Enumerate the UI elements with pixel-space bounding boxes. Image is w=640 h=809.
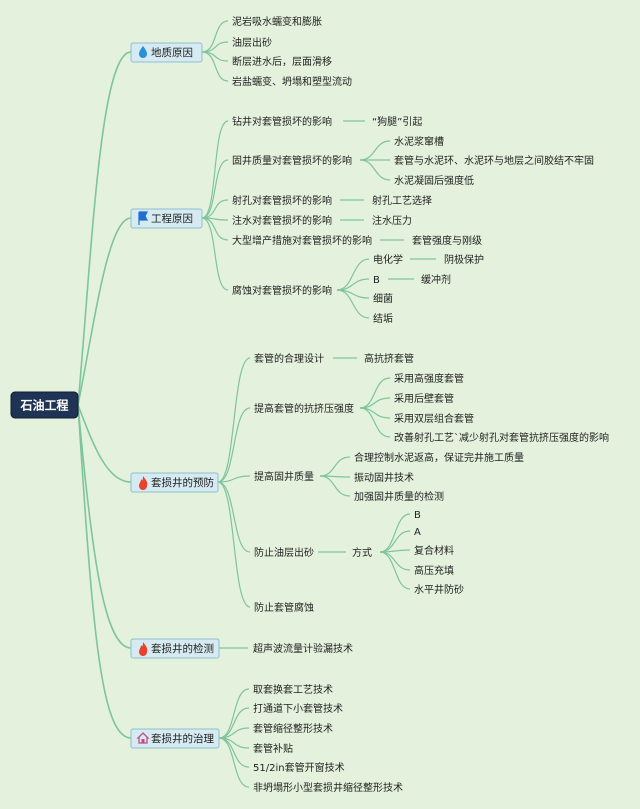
- eng-inject: 注水对套管损坏的影响: [232, 214, 332, 227]
- eng-perf: 射孔对套管损坏的影响: [232, 194, 332, 207]
- eng-drill-child: “狗腿”引起: [372, 115, 422, 128]
- eng-corr-elec: 电化学: [373, 253, 403, 266]
- eng-stim-child: 套管强度与刚级: [412, 234, 482, 247]
- prev-sand-child: A: [414, 527, 421, 538]
- geo-item: 泥岩吸水蠕变和膨胀: [232, 15, 322, 28]
- geo-item: 断层进水后，层面滑移: [232, 55, 332, 68]
- branch-prev-label: 套损井的预防: [151, 476, 214, 489]
- branch-eng-label: 工程原因: [151, 213, 193, 225]
- eng-cement-child: 水泥凝固后强度低: [394, 174, 474, 187]
- prev-sand-child: 复合材料: [414, 544, 454, 557]
- prev-design-child: 高抗挤套管: [364, 352, 414, 365]
- treat-item: 套管补贴: [253, 742, 293, 755]
- eng-corr: 腐蚀对套管损坏的影响: [232, 284, 332, 297]
- eng-corr-b-child: 缓冲剂: [421, 273, 451, 286]
- eng-cement-child: 水泥浆窜槽: [394, 135, 444, 148]
- branch-detect-label: 套损井的检测: [151, 642, 214, 655]
- treat-item: 套管缩径整形技术: [253, 722, 333, 735]
- prev-collapse-child: 采用高强度套管: [394, 372, 464, 385]
- eng-corr-bact: 细菌: [373, 292, 393, 305]
- branch-treat[interactable]: 套损井的治理: [130, 728, 220, 749]
- prev-collapse: 提高套管的抗挤压强度: [254, 402, 354, 415]
- detect-item: 超声波流量计验漏技术: [253, 642, 353, 655]
- fire-icon: [139, 476, 148, 490]
- geo-items: 泥岩吸水蠕变和膨胀 油层出砂 断层进水后，层面滑移 岩盐蠕变、坍塌和塑型流动: [232, 15, 352, 88]
- treat-items: 取套换套工艺技术 打通道下小套管技术 套管缩径整形技术 套管补贴 51/2in套…: [253, 683, 403, 794]
- prev-cementq-child: 加强固井质量的检测: [354, 490, 444, 503]
- eng-corr-elec-child: 阴极保护: [444, 253, 484, 266]
- treat-item: 51/2in套管开窗技术: [253, 761, 345, 774]
- geo-item: 油层出砂: [232, 36, 272, 49]
- branch-treat-label: 套损井的治理: [151, 732, 214, 745]
- prev-items: 套管的合理设计 高抗挤套管 提高套管的抗挤压强度 采用高强度套管 采用后壁套管 …: [254, 352, 609, 614]
- eng-items: 钻井对套管损坏的影响 “狗腿”引起 固井质量对套管损坏的影响 水泥浆窜槽 套管与…: [232, 115, 594, 325]
- treat-item: 取套换套工艺技术: [253, 683, 333, 696]
- prev-sand-child: 水平井防砂: [414, 583, 464, 596]
- eng-cement: 固井质量对套管损坏的影响: [232, 154, 352, 167]
- treat-item: 非坍塌形小型套损井缩径整形技术: [253, 781, 403, 794]
- eng-corr-scale: 结垢: [373, 312, 393, 325]
- prev-sand-method: 方式: [352, 546, 372, 559]
- prev-cementq: 提高固井质量: [254, 470, 314, 483]
- prev-collapse-child: 采用双层组合套管: [394, 412, 474, 425]
- prev-sand-child: B: [414, 510, 421, 521]
- geo-item: 岩盐蠕变、坍塌和塑型流动: [232, 75, 352, 88]
- fire-icon: [139, 642, 148, 656]
- prev-cementq-child: 振动固井技术: [354, 471, 414, 484]
- water-drop-icon: [139, 46, 147, 58]
- branch-geo[interactable]: 地质原因: [130, 42, 203, 63]
- root-node[interactable]: 石油工程: [10, 391, 79, 419]
- prev-sand-child: 高压充填: [414, 564, 454, 577]
- eng-drill: 钻井对套管损坏的影响: [232, 115, 332, 128]
- flag-icon: [138, 211, 148, 225]
- eng-perf-child: 射孔工艺选择: [372, 194, 432, 207]
- prev-design: 套管的合理设计: [254, 352, 324, 365]
- branch-eng[interactable]: 工程原因: [130, 208, 203, 229]
- branch-prev[interactable]: 套损井的预防: [130, 472, 219, 493]
- prev-cementq-child: 合理控制水泥返高，保证完井施工质量: [354, 451, 524, 464]
- home-icon: [136, 732, 150, 744]
- root-label: 石油工程: [19, 398, 68, 413]
- prev-corrosion: 防止套管腐蚀: [254, 601, 314, 614]
- branch-detect[interactable]: 套损井的检测: [130, 638, 220, 659]
- prev-collapse-child: 改善射孔工艺`减少射孔对套管抗挤压强度的影响: [394, 431, 609, 444]
- eng-corr-b: B: [373, 275, 380, 286]
- eng-stim: 大型增产措施对套管损坏的影响: [232, 234, 372, 247]
- branch-geo-label: 地质原因: [151, 46, 193, 59]
- eng-cement-child: 套管与水泥环、水泥环与地层之间胶结不牢固: [394, 154, 594, 167]
- treat-item: 打通道下小套管技术: [253, 702, 343, 715]
- eng-inject-child: 注水压力: [372, 214, 412, 227]
- prev-sand: 防止油层出砂: [254, 546, 314, 559]
- prev-collapse-child: 采用后壁套管: [394, 392, 454, 405]
- connectors: [77, 20, 436, 788]
